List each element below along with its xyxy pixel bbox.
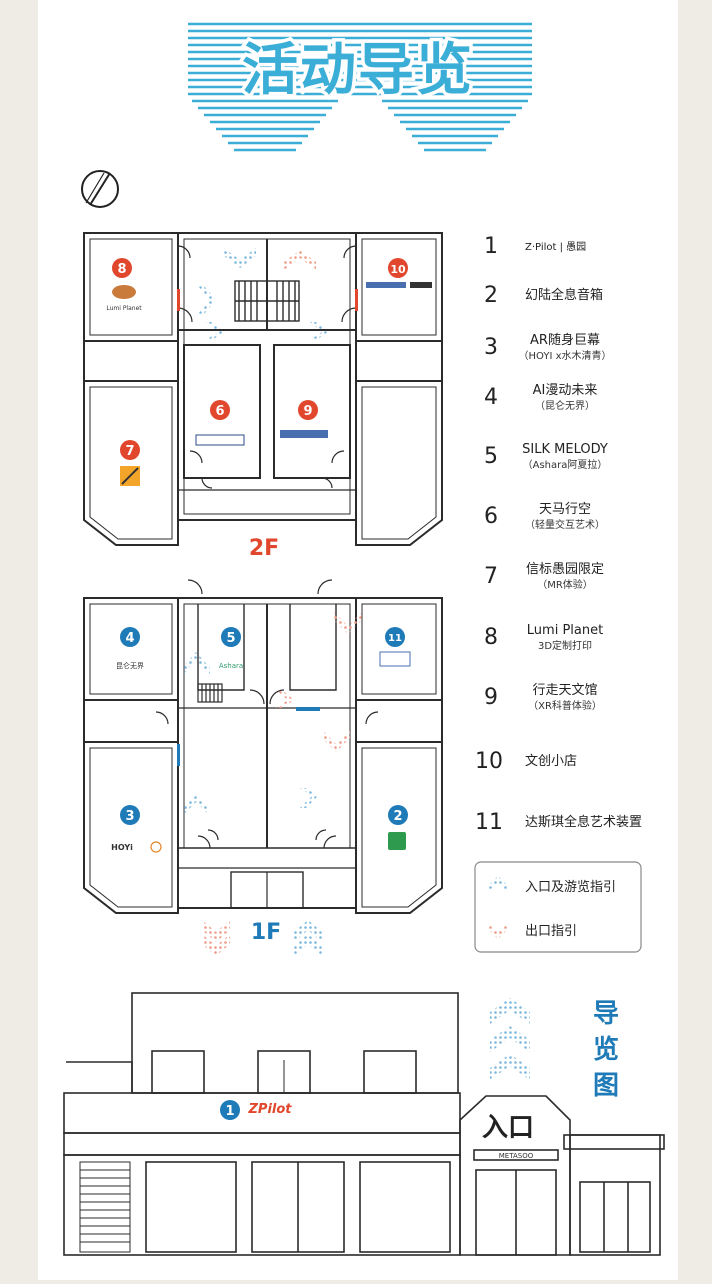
svg-text:2: 2	[393, 809, 402, 824]
legend-subtitle: （Ashara阿夏拉）	[523, 458, 608, 471]
legend-item: 5 SILK MELODY（Ashara阿夏拉）	[484, 442, 608, 471]
entry-arrow-icon	[198, 248, 328, 340]
legend-item: 11 达斯琪全息艺术装置	[475, 810, 642, 835]
side-title-char: 导	[593, 999, 619, 1029]
legend-name: Lumi Planet	[527, 623, 603, 638]
legend-subtitle: （MR体验）	[537, 578, 593, 591]
legend-number: 7	[484, 564, 498, 589]
logo-lumi: Lumi Planet	[106, 305, 142, 312]
legend-subtitle: （XR科普体验）	[528, 699, 602, 712]
arrow-guide-legend: 入口及游览指引 出口指引	[474, 861, 642, 953]
title-banner: 活动导览	[188, 22, 532, 152]
exit-arrow-icon	[284, 250, 316, 270]
legend-number: 1	[484, 234, 498, 259]
door-marker	[355, 289, 358, 311]
svg-text:9: 9	[303, 404, 312, 419]
room-marker-11: 11	[379, 627, 411, 667]
legend-subtitle: （昆仑无界）	[535, 399, 595, 412]
svg-text:4: 4	[125, 631, 134, 646]
svg-text:7: 7	[125, 444, 134, 459]
legend-number: 3	[484, 335, 498, 360]
door-marker	[296, 707, 320, 711]
floor-label-1f: 1F	[251, 920, 281, 945]
legend-number: 9	[484, 685, 498, 710]
legend-name: 文创小店	[525, 754, 577, 769]
side-title-char: 览	[593, 1035, 619, 1065]
room-marker-3: 3 HOYi	[111, 805, 162, 853]
svg-text:3: 3	[125, 809, 134, 824]
legend-item: 4 AI漫动未来（昆仑无界）	[484, 383, 597, 412]
svg-text:10: 10	[390, 263, 406, 276]
legend-number: 6	[484, 504, 498, 529]
legend-item: 2 幻陆全息音箱	[484, 283, 603, 308]
entry-arrow-icon	[294, 920, 322, 956]
room-marker-10: 10	[366, 258, 432, 288]
page-title: 活动导览	[242, 38, 474, 103]
svg-text:11: 11	[388, 633, 402, 644]
entry-arrow-icon	[182, 652, 318, 815]
floor-plan-1f	[83, 579, 443, 914]
svg-text:1: 1	[225, 1104, 234, 1119]
legend-item: 7 信标愚园限定（MR体验）	[484, 562, 604, 591]
legend-item: 10 文创小店	[475, 749, 577, 774]
legend-name: 幻陆全息音箱	[525, 287, 603, 303]
legend-list: 1 Z·Pilot | 愚园 2 幻陆全息音箱 3 AR随身巨幕（HOYI x水木清青） 4…	[475, 234, 642, 835]
svg-text:5: 5	[226, 631, 235, 646]
room-marker-4: 4 昆仑无界	[116, 627, 144, 670]
building-facade	[63, 992, 665, 1256]
entry-guide-label: 入口及游览指引	[525, 879, 616, 895]
entrance-label: 入口	[482, 1113, 534, 1143]
legend-item: 6 天马行空（轻量交互艺术）	[484, 502, 605, 531]
legend-name: AI漫动未来	[533, 383, 598, 398]
facade-marker-1: 1 ZPilot	[220, 1100, 292, 1120]
entry-arrow-icon	[488, 876, 508, 893]
logo-ashara: Ashara	[219, 662, 243, 670]
legend-item: 3 AR随身巨幕（HOYI x水木清青）	[484, 332, 612, 362]
room-marker-6: 6	[195, 400, 245, 446]
legend-name: 行走天文馆	[532, 683, 597, 698]
legend-item: 9 行走天文馆（XR科普体验）	[484, 683, 602, 712]
legend-name: 信标愚园限定	[526, 562, 604, 577]
legend-subtitle: （轻量交互艺术）	[525, 518, 605, 531]
legend-item: 1 Z·Pilot | 愚园	[484, 234, 586, 259]
room-marker-2: 2	[388, 805, 408, 850]
side-title-char: 图	[593, 1071, 619, 1101]
guide-map: 活动导览	[63, 22, 665, 1256]
door-marker	[177, 289, 180, 311]
room-marker-7: 7	[120, 440, 140, 486]
exit-arrow-icon	[488, 922, 508, 939]
compass-icon	[81, 170, 119, 208]
legend-number: 2	[484, 283, 498, 308]
logo-hoyi: HOYi	[111, 843, 133, 852]
exit-arrow-icon	[202, 920, 230, 956]
legend-number: 8	[484, 625, 498, 650]
exit-arrow-icon	[276, 612, 362, 752]
legend-number: 4	[484, 385, 498, 410]
svg-text:8: 8	[117, 262, 126, 277]
shop-sign: METASOO	[499, 1152, 534, 1160]
entry-arrow-icon	[490, 998, 530, 1080]
zpilot-logo: ZPilot	[247, 1102, 292, 1117]
legend-number: 5	[484, 444, 498, 469]
guide-page: 活动导览	[38, 0, 678, 1280]
exit-guide-label: 出口指引	[525, 924, 577, 939]
floor-label-2f: 2F	[249, 536, 279, 561]
floor-plan-2f	[83, 232, 443, 546]
legend-name: Z·Pilot | 愚园	[525, 241, 586, 253]
legend-number: 10	[475, 749, 503, 774]
room-marker-8: 8 Lumi Planet	[106, 258, 142, 312]
legend-name: SILK MELODY	[522, 442, 608, 457]
legend-name: 达斯琪全息艺术装置	[525, 814, 642, 830]
door-marker	[177, 744, 180, 766]
room-marker-5: 5 Ashara	[219, 627, 243, 670]
legend-subtitle: 3D定制打印	[538, 639, 592, 652]
legend-number: 11	[475, 810, 503, 835]
room-marker-9: 9	[280, 400, 328, 438]
svg-text:6: 6	[215, 404, 224, 419]
logo-kunlun: 昆仑无界	[116, 661, 144, 670]
legend-subtitle: （HOYI x水木清青）	[519, 349, 612, 362]
legend-name: AR随身巨幕	[530, 332, 600, 348]
legend-name: 天马行空	[539, 502, 591, 517]
